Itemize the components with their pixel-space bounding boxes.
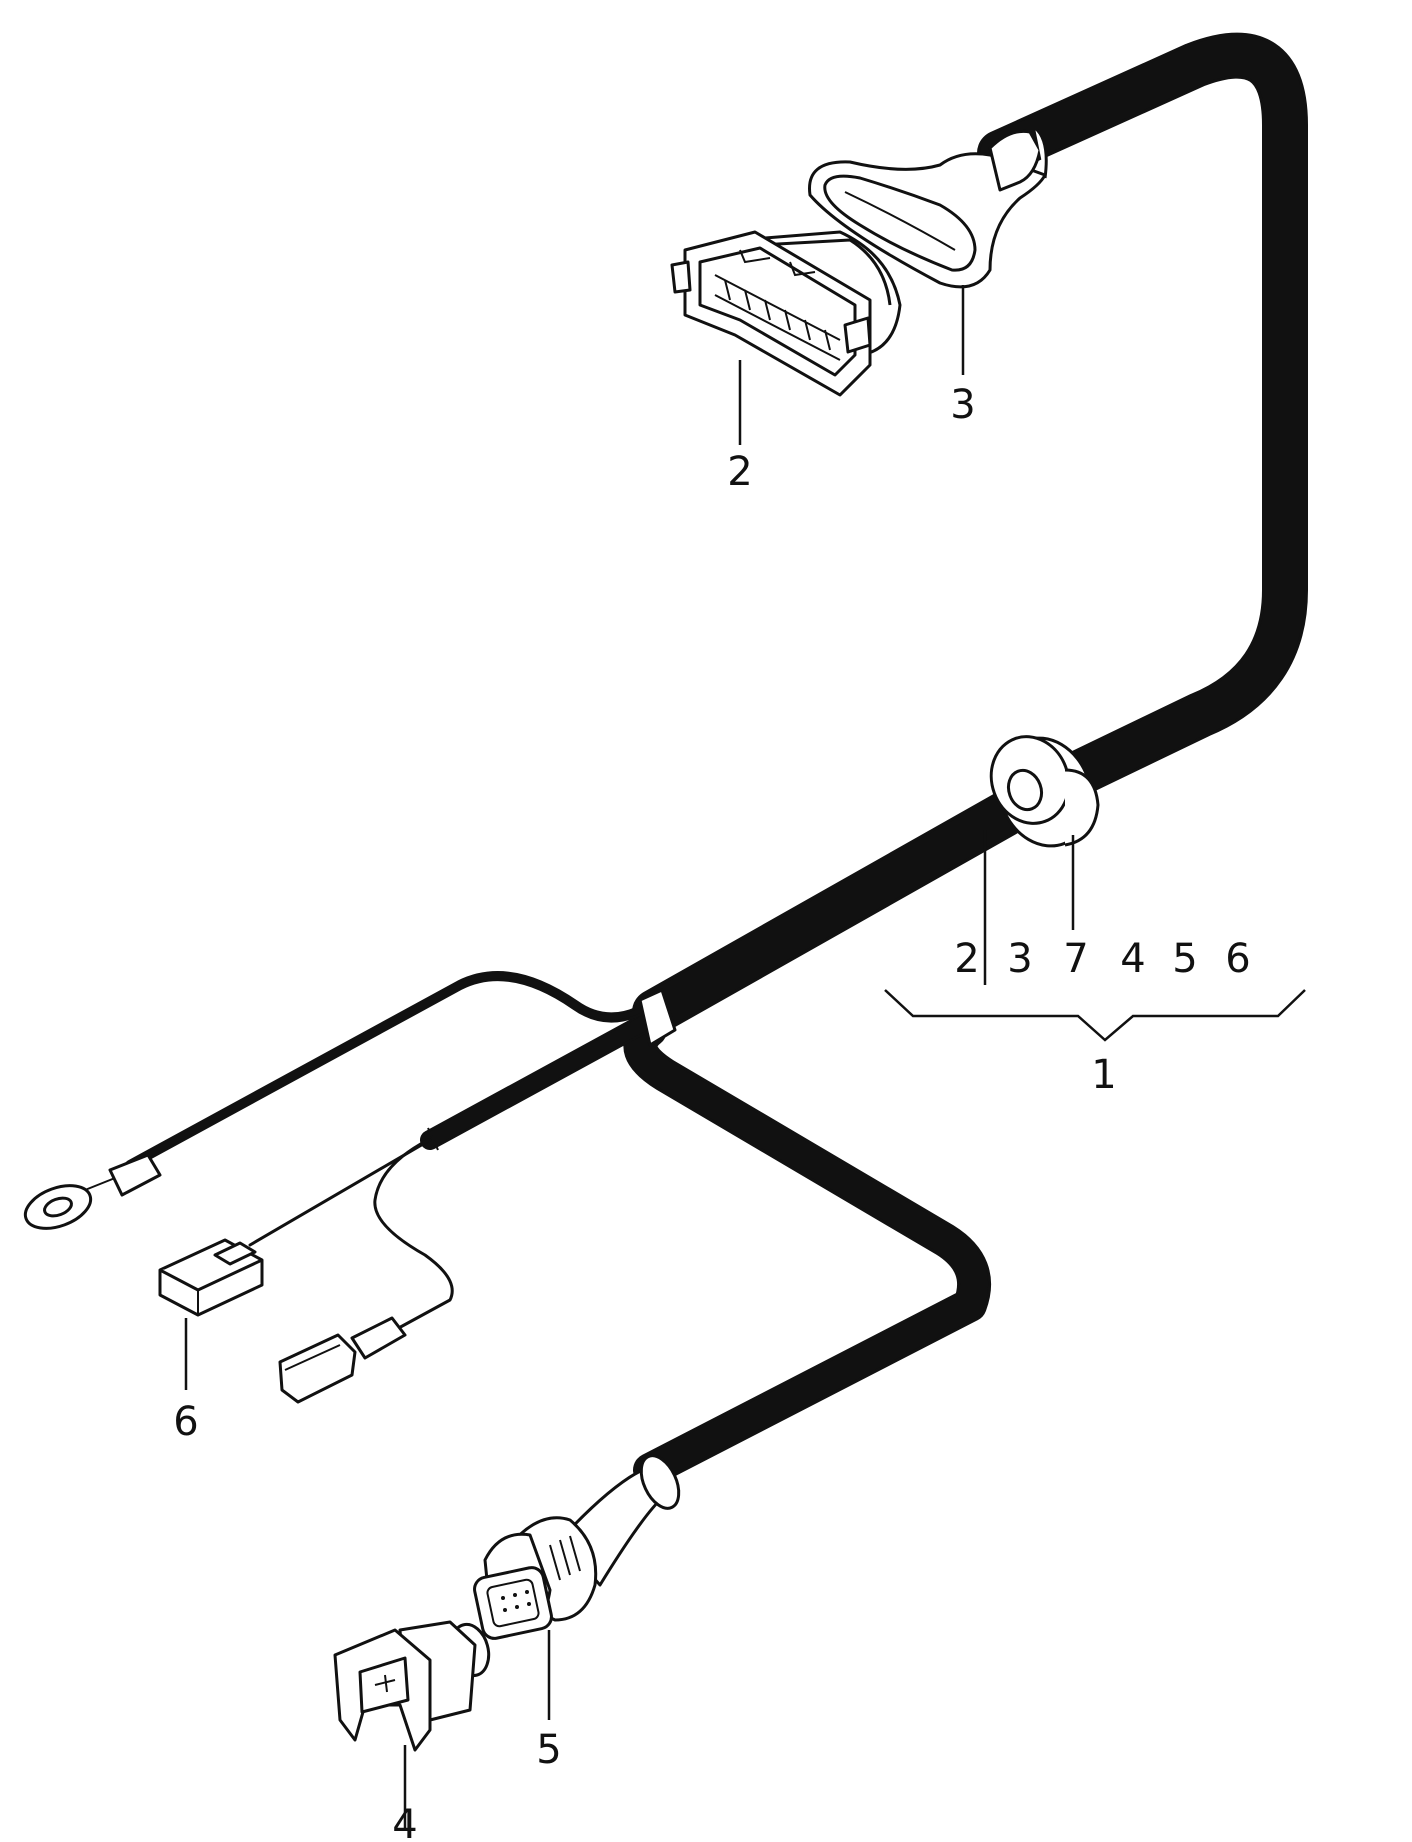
- round-connector-5: [473, 1454, 681, 1640]
- label-4: 4: [392, 1802, 417, 1842]
- main-harness-cable: [632, 32, 1308, 1035]
- label-5: 5: [536, 1727, 561, 1773]
- boot-3: [808, 126, 1048, 289]
- label-sub-2: 2: [954, 936, 979, 982]
- label-3: 3: [950, 382, 975, 428]
- label-sub-5: 5: [1172, 936, 1197, 982]
- label-sub-4: 4: [1120, 936, 1145, 982]
- small-connector-4: [333, 1620, 491, 1752]
- leader-lines: [184, 285, 1306, 1830]
- grommet-7: [989, 735, 1100, 848]
- ring-terminal: [23, 1153, 162, 1230]
- connector-housing-2: [670, 230, 902, 397]
- label-sub-3: 3: [1007, 936, 1032, 982]
- sleeved-wire-to-connector-6: [248, 1010, 660, 1247]
- wire-to-blade-terminal: [373, 1138, 454, 1332]
- label-1: 1: [1091, 1052, 1116, 1098]
- label-6: 6: [173, 1399, 198, 1445]
- flat-connector-6: [158, 1238, 264, 1317]
- label-sub-6: 6: [1225, 936, 1250, 982]
- branch-cable-to-connector-5: [623, 1013, 992, 1487]
- ground-wire-to-ring-terminal: [125, 971, 655, 1170]
- callout-labels: 2 3 2 3 7 4 5 6 1 6 5 4: [173, 382, 1250, 1842]
- junction-sleeve: [638, 988, 677, 1047]
- label-sub-7: 7: [1063, 936, 1088, 982]
- label-2: 2: [727, 449, 752, 495]
- blade-terminal: [278, 1316, 407, 1404]
- group-bracket-1: [884, 989, 1306, 1042]
